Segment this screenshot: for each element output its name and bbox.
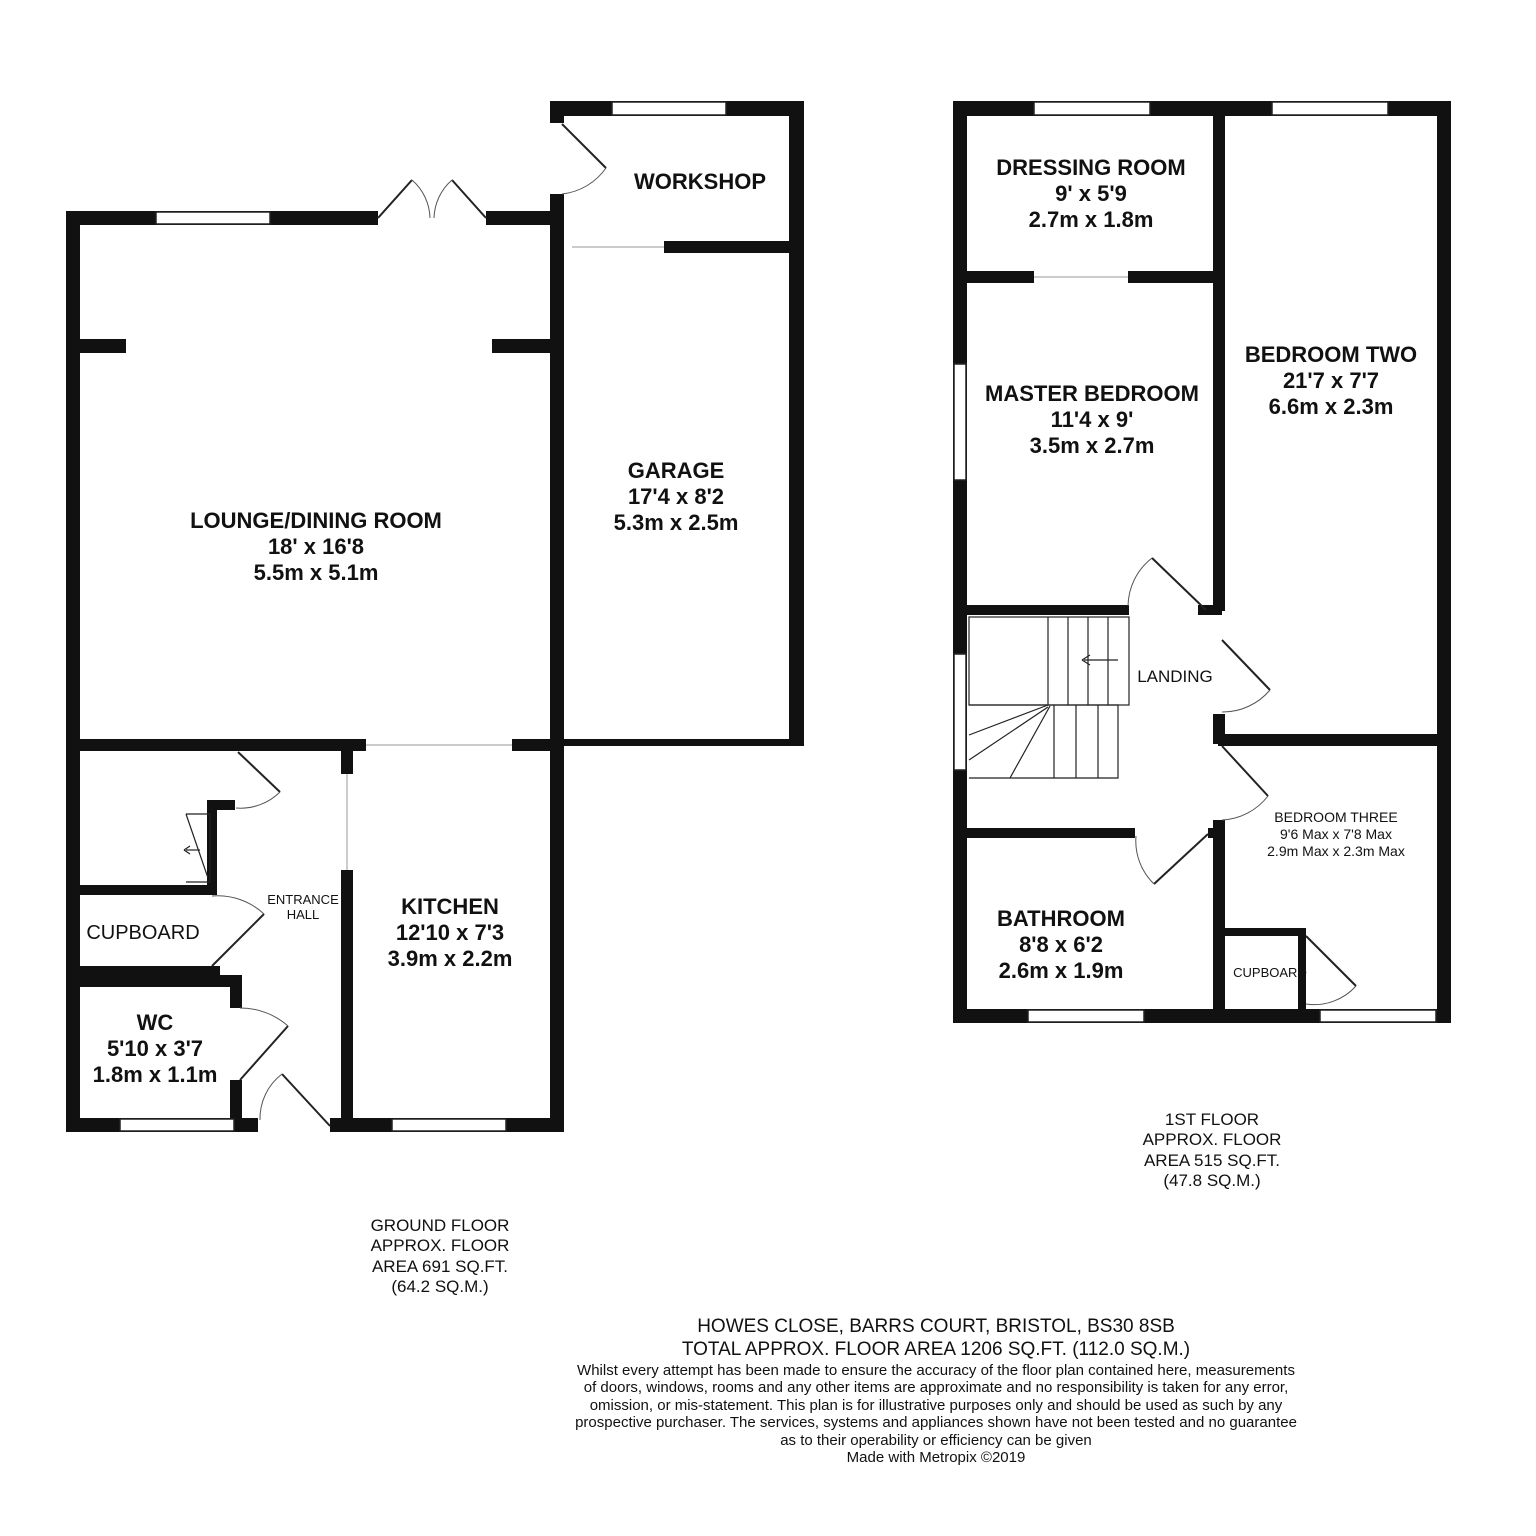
footer-disclaimer-line4: prospective purchaser. The services, sys…: [575, 1414, 1297, 1432]
room-cupboard-ground-name: CUPBOARD: [86, 922, 200, 944]
room-master-label: MASTER BEDROOM 11'4 x 9' 3.5m x 2.7m: [966, 381, 1218, 459]
room-wc-name: WC: [136, 1010, 174, 1035]
room-bathroom-metric: 2.6m x 1.9m: [998, 957, 1124, 983]
room-bedroom-three-metric: 2.9m Max x 2.3m Max: [1267, 842, 1405, 859]
room-kitchen-metric: 3.9m x 2.2m: [387, 945, 513, 971]
room-entrance-hall-label: ENTRANCE HALL: [258, 892, 348, 923]
room-wc-label: WC 5'10 x 3'7 1.8m x 1.1m: [80, 1010, 230, 1088]
first-area-line3: AREA 515 SQ.FT.: [1143, 1150, 1281, 1170]
room-bedroom-three-imperial: 9'6 Max x 7'8 Max: [1280, 825, 1392, 842]
room-master-imperial: 11'4 x 9': [1050, 406, 1134, 432]
first-area-line2: APPROX. FLOOR: [1142, 1130, 1282, 1150]
room-garage-label: GARAGE 17'4 x 8'2 5.3m x 2.5m: [576, 458, 776, 536]
ground-area-line1: GROUND FLOOR: [370, 1216, 510, 1235]
room-garage-metric: 5.3m x 2.5m: [613, 509, 739, 535]
room-workshop-label: WORKSHOP: [610, 169, 790, 195]
first-floor-area-note: 1ST FLOOR APPROX. FLOOR AREA 515 SQ.FT. …: [1112, 1110, 1312, 1192]
first-area-line1: 1ST FLOOR: [1164, 1110, 1260, 1129]
ground-floor-windows: [119, 101, 727, 1132]
room-dressing-imperial: 9' x 5'9: [1055, 180, 1127, 206]
room-dressing-name: DRESSING ROOM: [996, 155, 1186, 180]
room-dressing-label: DRESSING ROOM 9' x 5'9 2.7m x 1.8m: [970, 155, 1212, 233]
footer-disclaimer-line5: as to their operability or efficiency ca…: [780, 1431, 1092, 1449]
room-wc-imperial: 5'10 x 3'7: [106, 1035, 204, 1061]
footer-disclaimer-line2: of doors, windows, rooms and any other i…: [583, 1379, 1289, 1397]
room-bathroom-name: BATHROOM: [997, 906, 1125, 931]
room-bedroom-two-name: BEDROOM TWO: [1244, 342, 1418, 367]
room-entrance-hall-line2: HALL: [286, 906, 320, 922]
room-landing-label: LANDING: [1128, 667, 1222, 687]
room-bedroom-two-imperial: 21'7 x 7'7: [1282, 367, 1380, 393]
room-kitchen-label: KITCHEN 12'10 x 7'3 3.9m x 2.2m: [360, 894, 540, 972]
room-master-metric: 3.5m x 2.7m: [1029, 432, 1155, 458]
first-floor-doors: [1127, 557, 1357, 1006]
room-bathroom-label: BATHROOM 8'8 x 6'2 2.6m x 1.9m: [968, 906, 1154, 984]
footer-address: HOWES CLOSE, BARRS COURT, BRISTOL, BS30 …: [697, 1316, 1175, 1337]
footer-disclaimer-line3: omission, or mis-statement. This plan is…: [589, 1396, 1283, 1414]
room-lounge-name: LOUNGE/DINING ROOM: [190, 508, 442, 533]
first-floor-stairs: [968, 616, 1130, 779]
ground-area-line3: AREA 691 SQ.FT.: [371, 1256, 509, 1276]
footer-credit: Made with Metropix ©2019: [846, 1449, 1026, 1467]
room-wc-metric: 1.8m x 1.1m: [92, 1061, 218, 1087]
room-landing-name: LANDING: [1137, 667, 1213, 686]
ground-floor-doors: [211, 123, 607, 1127]
room-garage-imperial: 17'4 x 8'2: [627, 483, 725, 509]
first-floor-windows: [953, 101, 1437, 1023]
footer-disclaimer-line1: Whilst every attempt has been made to en…: [577, 1361, 1295, 1379]
ground-area-line2: APPROX. FLOOR: [370, 1236, 510, 1256]
room-kitchen-imperial: 12'10 x 7'3: [395, 919, 505, 945]
room-garage-name: GARAGE: [627, 458, 725, 483]
ground-floor-area-note: GROUND FLOOR APPROX. FLOOR AREA 691 SQ.F…: [340, 1216, 540, 1298]
room-kitchen-name: KITCHEN: [401, 894, 499, 919]
room-lounge-imperial: 18' x 16'8: [267, 533, 365, 559]
footer: HOWES CLOSE, BARRS COURT, BRISTOL, BS30 …: [436, 1316, 1436, 1467]
room-entrance-hall-line1: ENTRANCE: [267, 892, 339, 907]
ground-area-line4: (64.2 SQ.M.): [391, 1277, 489, 1297]
room-bedroom-three-label: BEDROOM THREE 9'6 Max x 7'8 Max 2.9m Max…: [1236, 809, 1436, 859]
ground-floor-walls: [66, 101, 804, 1132]
room-master-name: MASTER BEDROOM: [985, 381, 1199, 406]
first-floor-walls: [953, 101, 1451, 1023]
footer-total-area: TOTAL APPROX. FLOOR AREA 1206 SQ.FT. (11…: [681, 1338, 1191, 1360]
ground-floor-stairs: [183, 813, 211, 883]
ground-floor-openings: [346, 246, 664, 870]
room-bathroom-imperial: 8'8 x 6'2: [1019, 931, 1103, 957]
room-lounge-label: LOUNGE/DINING ROOM 18' x 16'8 5.5m x 5.1…: [156, 508, 476, 586]
room-bedroom-three-name: BEDROOM THREE: [1274, 809, 1398, 825]
room-cupboard-ground-label: CUPBOARD: [78, 922, 208, 946]
room-lounge-metric: 5.5m x 5.1m: [253, 559, 379, 585]
first-area-line4: (47.8 SQ.M.): [1163, 1171, 1261, 1191]
room-bedroom-two-label: BEDROOM TWO 21'7 x 7'7 6.6m x 2.3m: [1226, 342, 1436, 420]
room-cupboard-first-label: CUPBOARD: [1222, 965, 1318, 980]
room-bedroom-two-metric: 6.6m x 2.3m: [1268, 393, 1394, 419]
room-workshop-name: WORKSHOP: [634, 169, 766, 194]
room-dressing-metric: 2.7m x 1.8m: [1028, 206, 1154, 232]
room-cupboard-first-name: CUPBOARD: [1233, 965, 1307, 980]
